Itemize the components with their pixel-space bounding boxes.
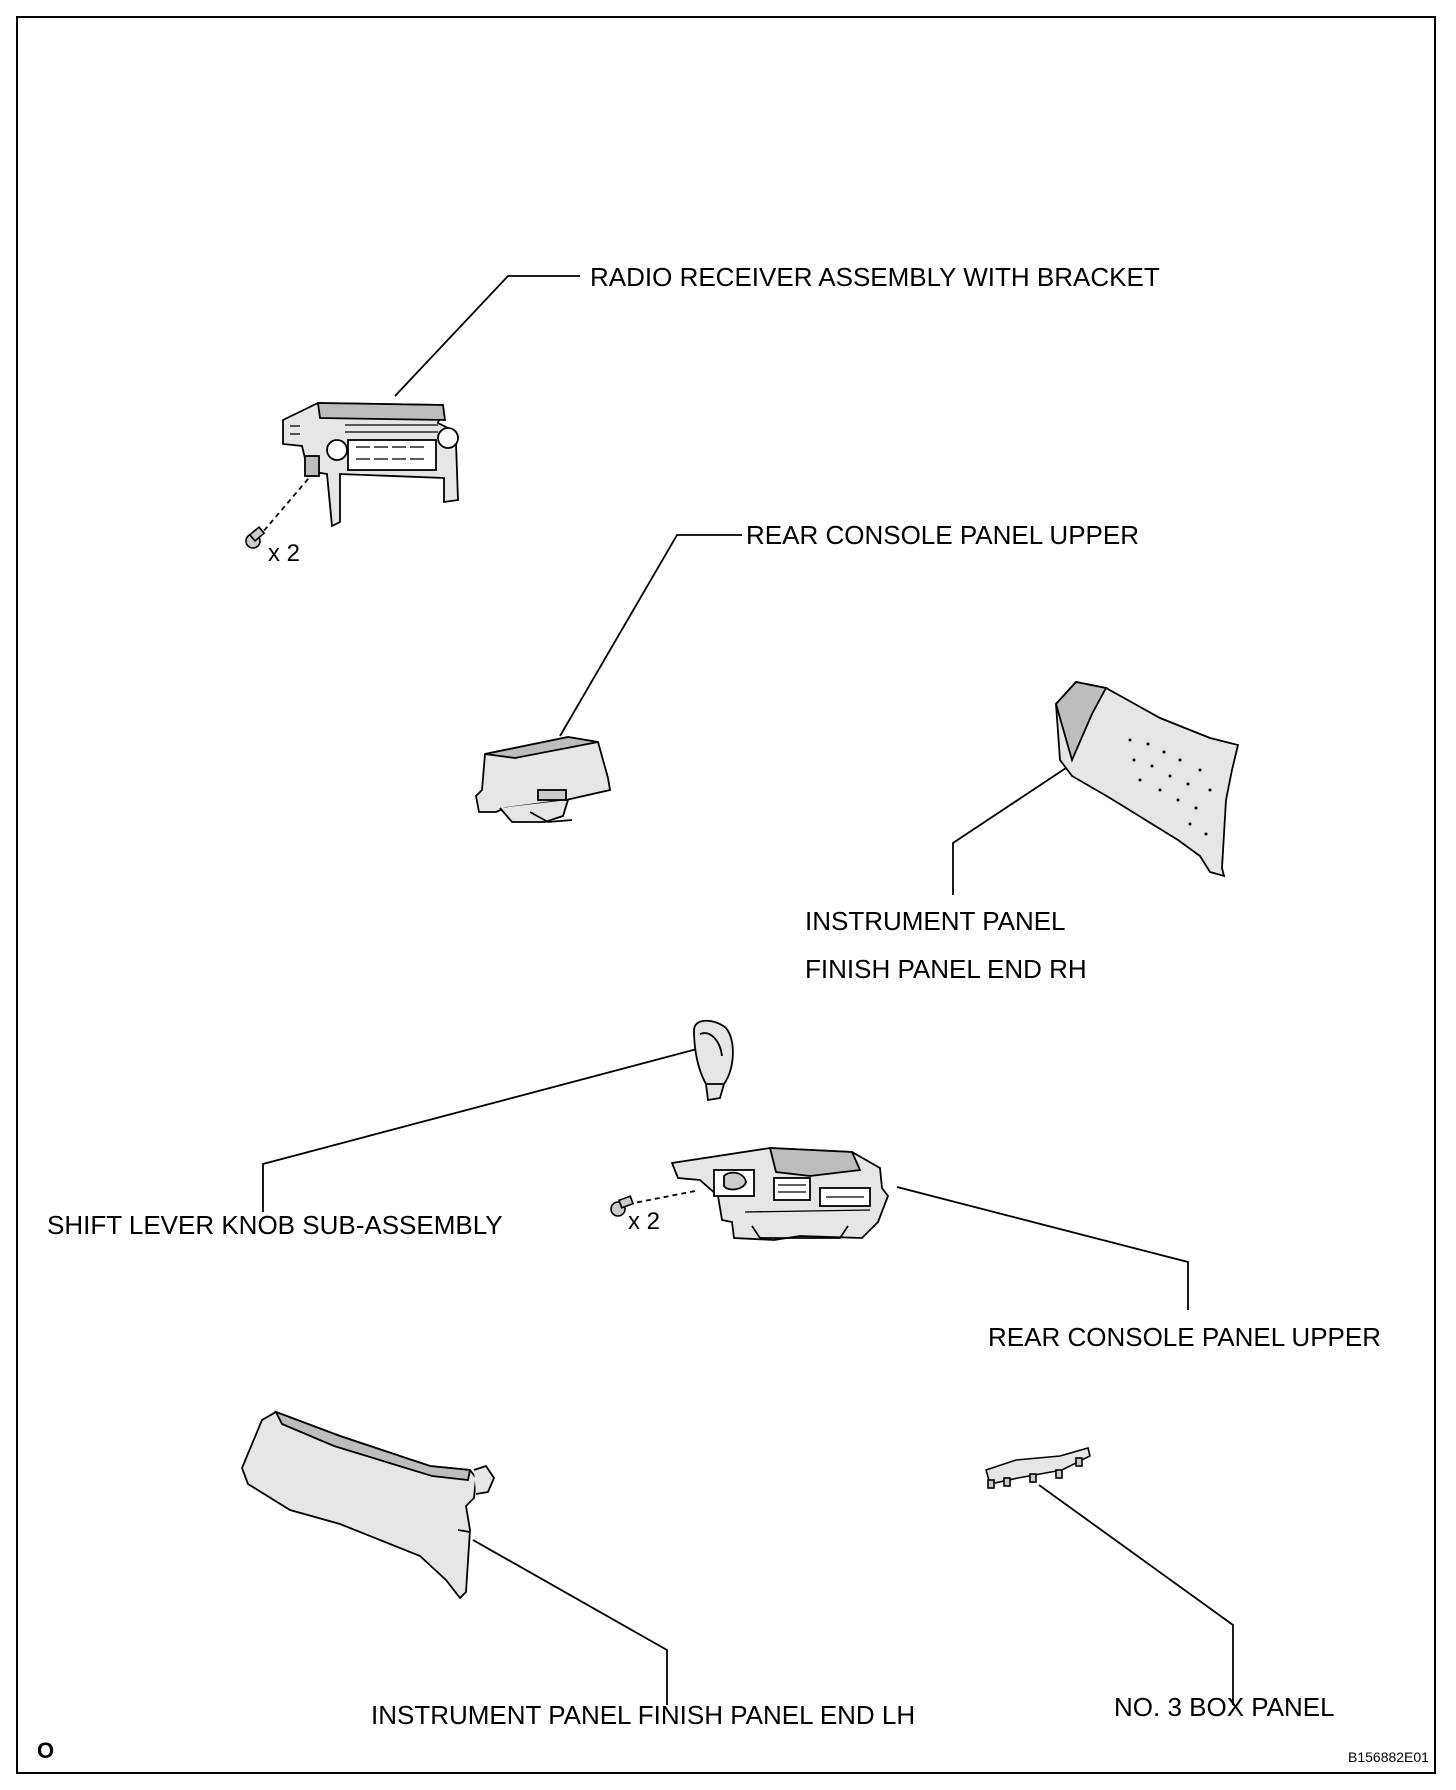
- label-rear-console-upper-bottom: REAR CONSOLE PANEL UPPER: [988, 1322, 1381, 1352]
- leader-radio-receiver: [394, 275, 580, 397]
- leader-rear-console-top: [559, 534, 742, 737]
- instrument-panel-lh-part: [241, 1410, 496, 1600]
- diagram-frame: [16, 16, 1436, 1774]
- label-radio-receiver: RADIO RECEIVER ASSEMBLY WITH BRACKET: [590, 262, 1160, 292]
- quantity-console-screws: x 2: [628, 1208, 661, 1235]
- shift-lever-knob-part: [693, 1019, 734, 1102]
- label-instrument-panel-lh: INSTRUMENT PANEL FINISH PANEL END LH: [371, 1700, 916, 1730]
- leader-box-panel: [1038, 1484, 1234, 1705]
- rear-console-body-part: [670, 1147, 890, 1241]
- label-shift-lever-knob: SHIFT LEVER KNOB SUB-ASSEMBLY: [47, 1210, 503, 1240]
- label-box-panel: NO. 3 BOX PANEL: [1114, 1692, 1335, 1722]
- leader-shift-knob: [262, 1048, 698, 1212]
- rear-console-upper-part: [475, 736, 612, 823]
- screw-guide-console: [628, 1190, 696, 1205]
- leader-instrument-lh: [472, 1539, 668, 1705]
- screw-icon-console: [610, 1195, 635, 1217]
- quantity-radio-screws: x 2: [268, 540, 301, 567]
- screw-guide-radio: [261, 471, 315, 534]
- screw-icon-radio: [245, 525, 266, 549]
- corner-mark: O: [37, 1738, 55, 1763]
- label-instrument-panel-rh-line2: FINISH PANEL END RH: [805, 954, 1087, 984]
- label-instrument-panel-rh-line1: INSTRUMENT PANEL: [805, 906, 1066, 936]
- leader-instrument-rh: [952, 765, 1070, 895]
- no3-box-panel-part: [985, 1447, 1091, 1489]
- radio-receiver-part: [282, 402, 459, 528]
- instrument-panel-rh-part: [1054, 681, 1240, 878]
- figure-id: B156882E01: [1348, 1749, 1429, 1765]
- label-rear-console-upper-top: REAR CONSOLE PANEL UPPER: [746, 520, 1139, 550]
- leader-rear-console-bottom: [896, 1186, 1189, 1310]
